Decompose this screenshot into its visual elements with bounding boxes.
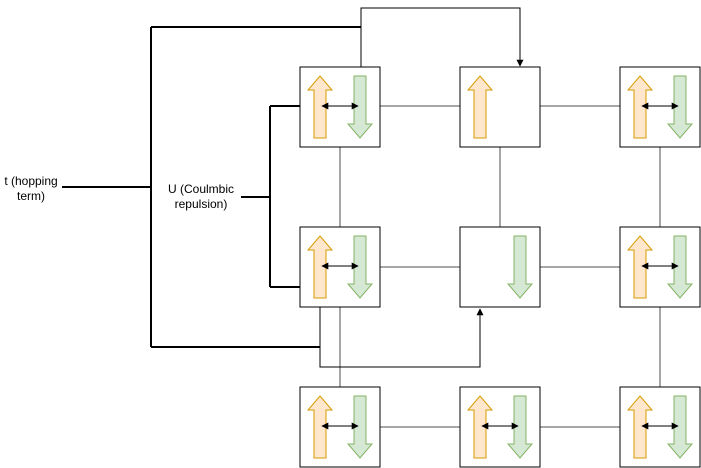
spin-down-arrow-icon — [666, 395, 694, 459]
spin-down-arrow-icon — [506, 235, 534, 299]
site-r2-c1 — [459, 386, 541, 468]
hopping-arrow-top — [360, 7, 524, 67]
coulomb-bracket — [241, 105, 300, 288]
site-r2-c0 — [299, 386, 381, 468]
site-box — [459, 226, 541, 308]
site-r1-c2 — [619, 226, 701, 308]
spin-down-arrow-icon — [346, 75, 374, 139]
site-box — [619, 66, 701, 148]
spin-up-arrow-icon — [306, 75, 334, 139]
spin-up-arrow-icon — [626, 75, 654, 139]
coulomb-repulsion-label: U (Coulmbic repulsion) — [167, 182, 234, 211]
site-box — [299, 226, 381, 308]
lattice-sites — [299, 66, 701, 468]
site-r0-c0 — [299, 66, 381, 148]
spin-down-arrow-icon — [666, 75, 694, 139]
site-box — [459, 66, 541, 148]
site-box — [299, 66, 381, 148]
site-r0-c1 — [459, 66, 541, 148]
site-r0-c2 — [619, 66, 701, 148]
site-box — [459, 386, 541, 468]
spin-up-arrow-icon — [626, 235, 654, 299]
spin-up-arrow-icon — [466, 75, 494, 139]
site-box — [619, 386, 701, 468]
spin-up-arrow-icon — [626, 395, 654, 459]
spin-down-arrow-icon — [346, 395, 374, 459]
hopping-arrows — [319, 7, 524, 368]
spin-up-arrow-icon — [306, 235, 334, 299]
site-r1-c0 — [299, 226, 381, 308]
hopping-term-label: t (hopping term) — [4, 174, 58, 203]
spin-down-arrow-icon — [666, 235, 694, 299]
hopping-arrow-bottom — [319, 307, 484, 368]
spin-up-arrow-icon — [466, 395, 494, 459]
site-r2-c2 — [619, 386, 701, 468]
site-box — [299, 386, 381, 468]
hopping-bracket — [62, 26, 361, 348]
spin-up-arrow-icon — [306, 395, 334, 459]
spin-down-arrow-icon — [506, 395, 534, 459]
site-box — [619, 226, 701, 308]
site-r1-c1 — [459, 226, 541, 308]
spin-down-arrow-icon — [346, 235, 374, 299]
lattice-bonds — [339, 105, 661, 428]
